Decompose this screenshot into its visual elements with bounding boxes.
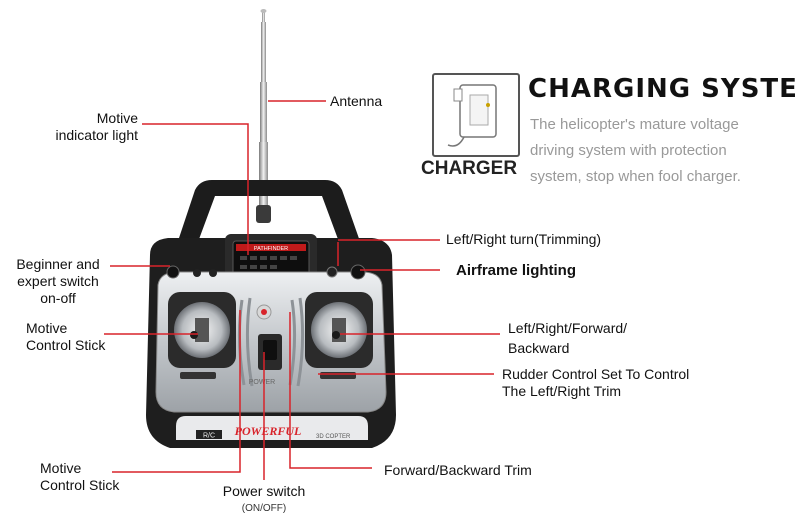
label-left-right-turn: Left/Right turn(Trimming) <box>446 231 602 247</box>
label-line: Motive <box>26 320 68 336</box>
label-line: Left/Right/Forward/ <box>508 320 628 336</box>
leader-lines <box>104 100 500 480</box>
label-forward-backward-trim: Forward/Backward Trim <box>384 462 532 478</box>
label-beginner-switch: Beginner and expert switch on-off <box>4 256 112 307</box>
label-line: indicator light <box>55 127 139 143</box>
model-text: 3D COPTER <box>316 434 351 440</box>
label-line-small: (ON/OFF) <box>241 503 287 514</box>
transmitter-body: POWER R/C POWERFUL 3D COPTER <box>146 234 396 448</box>
charging-description: The helicopter's mature voltage driving … <box>530 112 790 190</box>
label-motive-indicator: Motive indicator light <box>30 110 139 144</box>
label-antenna: Antenna <box>330 93 383 109</box>
label-airframe-lighting: Airframe lighting <box>456 262 577 279</box>
charging-desc-line: driving system with protection <box>530 142 727 159</box>
charger-icon <box>432 73 520 157</box>
charging-desc-line: system, stop when fool charger. <box>530 168 741 185</box>
label-line: The Left/Right Trim <box>502 383 622 399</box>
label-line: Power switch <box>222 483 306 499</box>
plug-icon <box>447 84 497 147</box>
label-line: Motive <box>40 460 82 476</box>
label-motive-control-stick: Motive Control Stick <box>26 320 105 354</box>
label-line: on-off <box>40 290 76 306</box>
label-line: expert switch <box>17 273 99 289</box>
label-rudder-control: Rudder Control Set To Control The Left/R… <box>502 366 689 400</box>
label-line: Motive <box>96 110 138 126</box>
charging-system-title: CHARGING SYSTEM <box>528 74 800 104</box>
screen-text: PATHFINDER <box>254 246 288 252</box>
label-power-switch: Power switch (ON/OFF) <box>204 483 324 517</box>
label-line: Backward <box>508 340 570 356</box>
label-line: Rudder Control Set To Control <box>502 366 690 382</box>
label-motive-control-stick-bottom: Motive Control Stick <box>40 460 119 494</box>
rc-badge: R/C <box>203 433 215 440</box>
charging-desc-line: The helicopter's mature voltage <box>530 116 739 133</box>
label-line: Beginner and <box>16 256 100 272</box>
antenna <box>256 9 271 223</box>
power-text: POWER <box>249 379 275 386</box>
label-line: Control Stick <box>26 337 106 353</box>
label-line: Control Stick <box>40 477 120 493</box>
charger-label: CHARGER <box>421 158 518 179</box>
label-left-right-forward-backward: Left/Right/Forward/ Backward <box>508 318 627 358</box>
brand-text: POWERFUL <box>235 424 302 438</box>
